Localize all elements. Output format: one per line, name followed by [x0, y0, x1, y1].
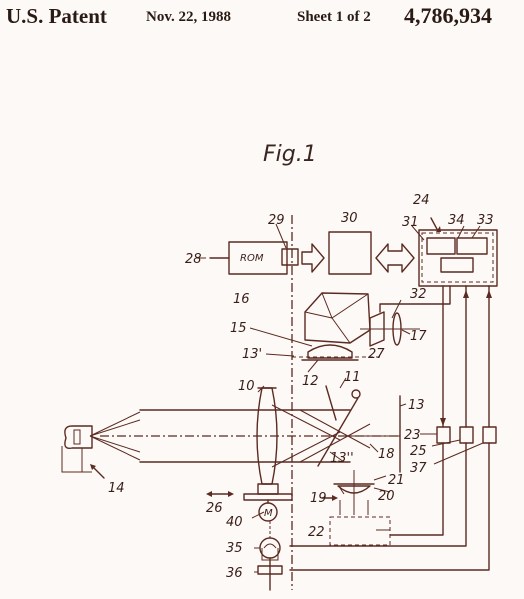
leader-24	[430, 217, 439, 232]
element-29	[281, 248, 299, 266]
patent-header: U.S. Patent	[6, 4, 107, 28]
block-25	[459, 426, 474, 444]
label-12: 12	[302, 374, 319, 389]
block-30	[328, 231, 372, 275]
controller-24	[418, 229, 498, 287]
label-34: 34	[448, 213, 465, 228]
wire-35	[289, 442, 467, 547]
label-25: 25	[410, 444, 427, 459]
block-34	[440, 257, 474, 273]
wire-22	[389, 442, 444, 536]
svg-text:M: M	[264, 508, 273, 519]
label-35: 35	[226, 541, 243, 556]
label-32: 32	[410, 287, 427, 302]
label-36: 36	[226, 566, 243, 581]
label-24: 24	[413, 193, 430, 208]
label-11: 11	[344, 370, 361, 385]
lens-20	[337, 485, 371, 494]
label-20: 20	[378, 489, 395, 504]
label-33: 33	[477, 213, 494, 228]
block-23	[436, 426, 451, 444]
patent-date: Nov. 22, 1988	[146, 9, 232, 25]
label-23: 23	[404, 428, 421, 443]
double-arrow	[375, 243, 415, 273]
element-27	[369, 311, 385, 347]
label-30: 30	[341, 211, 358, 226]
label-13: 13	[408, 398, 425, 413]
line-32	[379, 285, 451, 313]
label-17: 17	[410, 329, 427, 344]
label-21: 21	[388, 473, 405, 488]
lamp-35	[259, 537, 281, 559]
block-37	[482, 426, 497, 444]
label-22: 22	[308, 525, 325, 540]
label-37: 37	[410, 461, 427, 476]
detector-22	[329, 516, 391, 546]
controller-inner	[421, 232, 494, 283]
block-33	[456, 237, 488, 255]
label-13pp: 13''	[330, 451, 354, 466]
label-10: 10	[238, 379, 255, 394]
objective-15	[307, 344, 353, 359]
label-13p: 13'	[242, 347, 262, 362]
lens-carrier	[243, 493, 293, 501]
label-14: 14	[108, 481, 125, 496]
figure-title: Fig.1	[263, 142, 317, 167]
prism-16	[304, 292, 371, 344]
label-15: 15	[230, 321, 247, 336]
label-40: 40	[226, 515, 243, 530]
label-16: 16	[233, 292, 250, 307]
label-29: 29	[268, 213, 285, 228]
block-31	[426, 237, 456, 255]
data-arrow-30	[301, 243, 325, 273]
rom-label: ROM	[240, 253, 264, 264]
lens-mount	[257, 483, 279, 495]
label-26: 26	[206, 501, 223, 516]
label-31: 31	[402, 215, 419, 230]
label-19: 19	[310, 491, 327, 506]
sheet-number: Sheet 1 of 2	[297, 9, 371, 25]
label-27: 27	[368, 347, 385, 362]
label-18: 18	[378, 447, 395, 462]
patent-number: 4,786,934	[404, 3, 492, 28]
label-28: 28	[185, 252, 202, 267]
wire-36	[289, 442, 490, 571]
subject-14	[64, 425, 93, 449]
beam-splitter-11	[317, 397, 359, 467]
